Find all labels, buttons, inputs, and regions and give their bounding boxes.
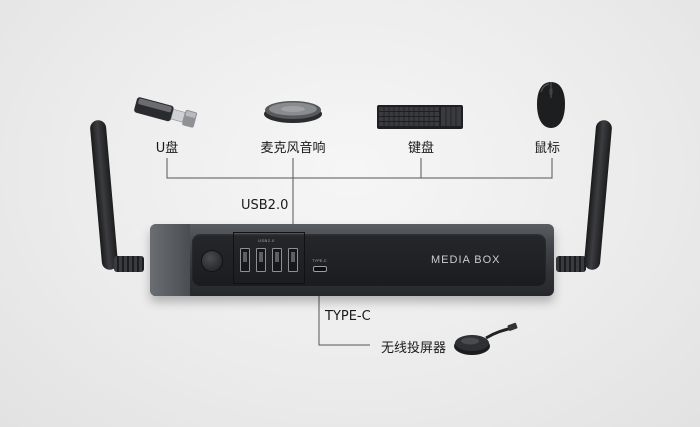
usb-port-mini-label: USB2.0 xyxy=(258,238,275,243)
usb-port-1[interactable] xyxy=(240,248,250,272)
keyboard-icon xyxy=(376,104,464,135)
left-antenna-joint xyxy=(114,256,144,272)
mouse-label: 鼠标 xyxy=(533,141,561,156)
power-button-icon[interactable] xyxy=(202,251,222,271)
media-box-brand-text: MEDIA BOX xyxy=(431,254,501,266)
media-box-side xyxy=(150,224,190,296)
usb-port-4[interactable] xyxy=(288,248,298,272)
typec-port-label: TYPE-C xyxy=(325,309,371,324)
usb-drive-icon xyxy=(128,96,200,137)
usb-port-3[interactable] xyxy=(272,248,282,272)
keyboard-label: 键盘 xyxy=(407,141,435,156)
typec-port[interactable] xyxy=(313,266,327,272)
peripheral-bus-line xyxy=(166,158,553,179)
wireless-dongle-icon xyxy=(452,322,520,363)
typec-port-mini-label: TYPE-C xyxy=(312,258,327,263)
usb-drive-label: U盘 xyxy=(155,141,179,156)
usb-port-group-highlight xyxy=(233,232,305,284)
media-box xyxy=(150,224,554,296)
speakerphone-icon xyxy=(262,96,324,129)
media-box-front-panel xyxy=(192,234,546,286)
speakerphone-label: 麦克风音响 xyxy=(260,141,326,156)
wireless-casting-label: 无线投屏器 xyxy=(381,341,447,356)
mouse-icon xyxy=(533,80,569,135)
usb-port-label: USB2.0 xyxy=(241,198,289,213)
usb-port-2[interactable] xyxy=(256,248,266,272)
right-antenna-joint xyxy=(556,256,586,272)
